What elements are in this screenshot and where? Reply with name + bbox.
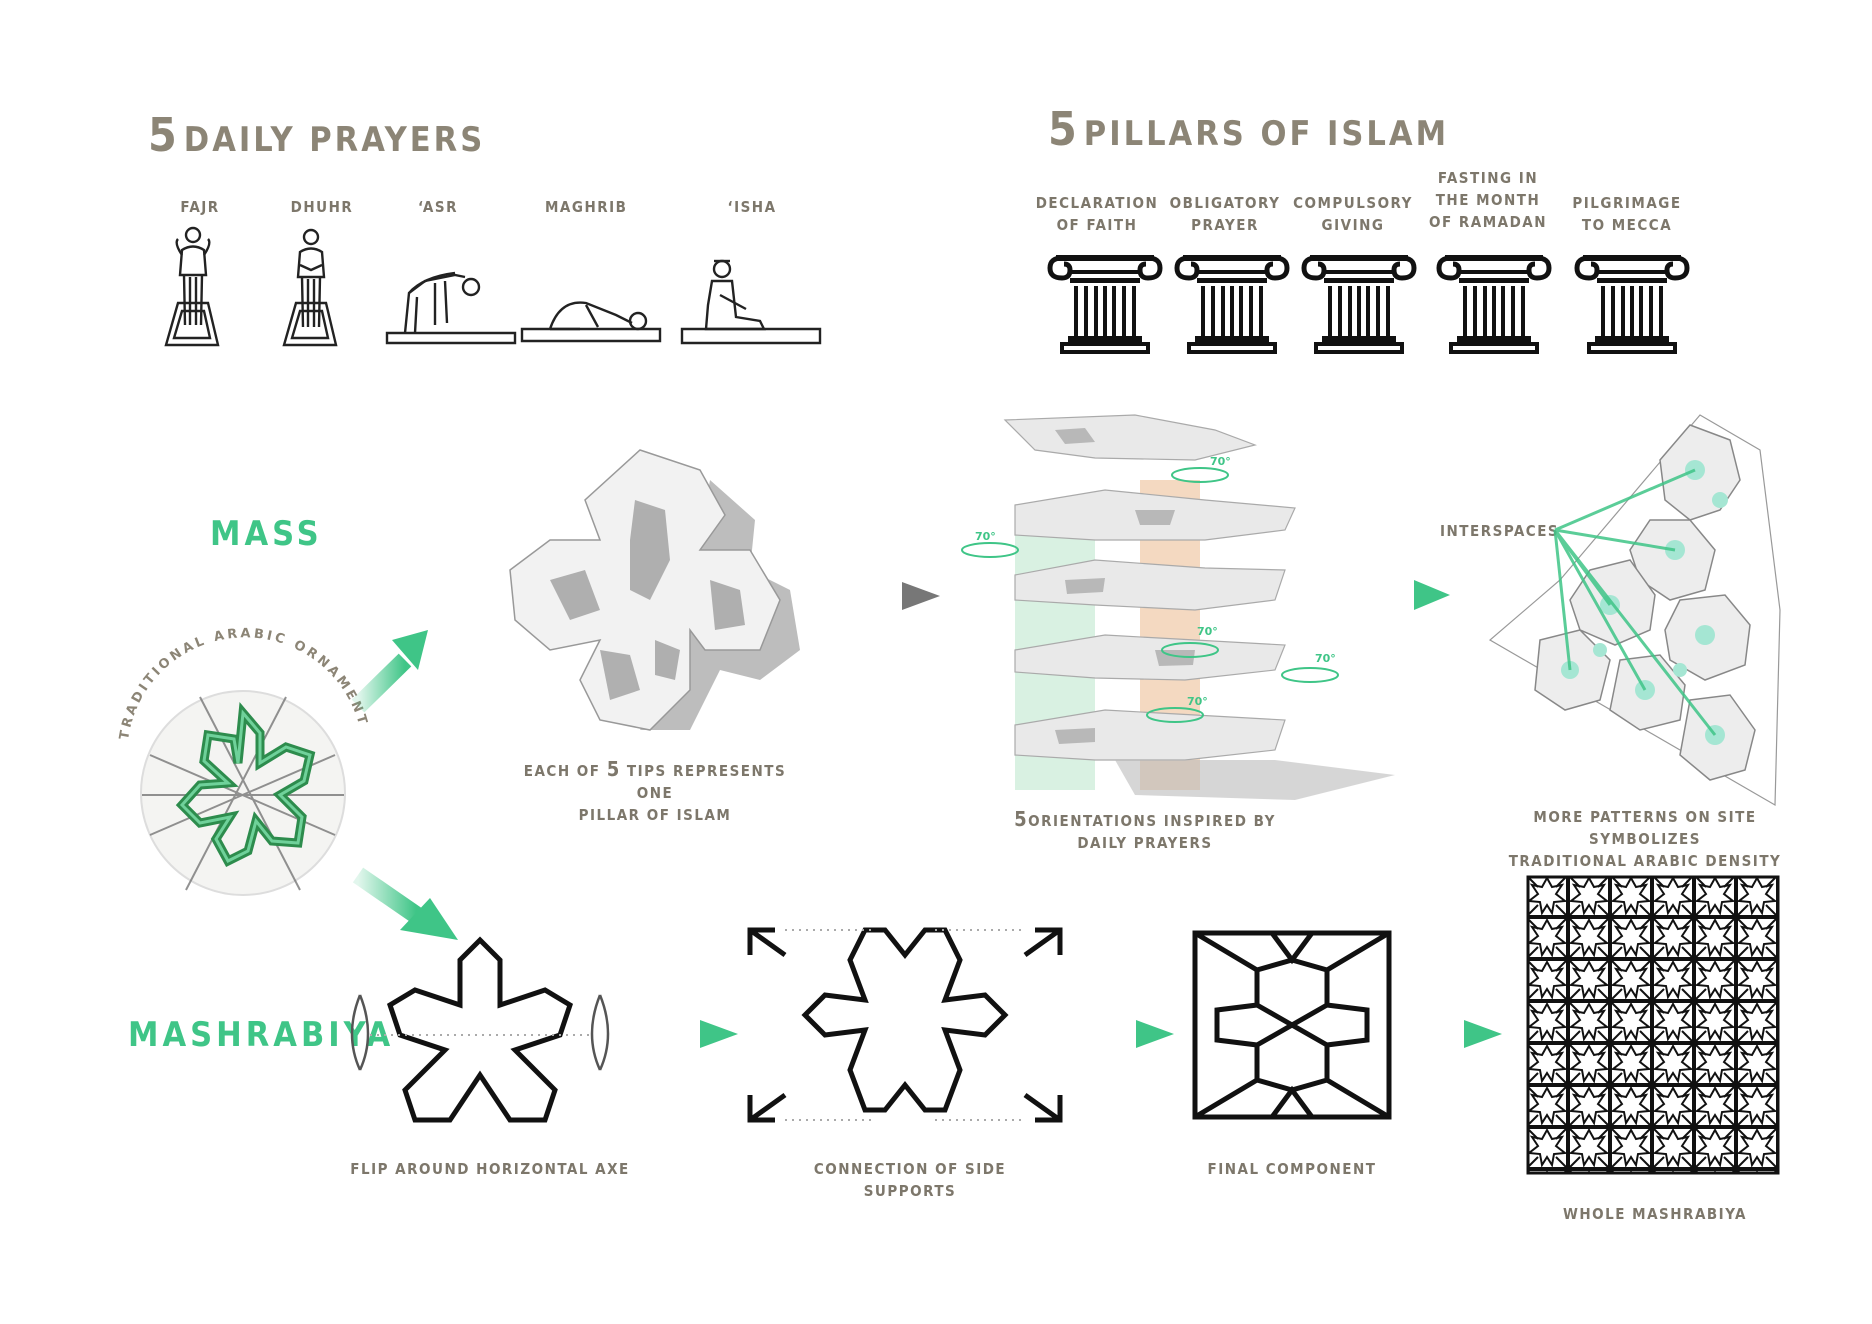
arrow-ornament-to-mashrabiya [352,867,458,940]
prayer-label-dhuhr: DHUHR [290,198,354,216]
rotation-arrow-4 [1281,667,1339,683]
pillar-label-giving-line1: COMPULSORY [1293,194,1413,212]
arrow-connection-to-final [1085,1020,1174,1048]
caption-density: MORE PATTERNS ON SITE SYMBOLIZES TRADITI… [1490,806,1800,872]
flip-star [350,936,610,1123]
arrow-orientation-to-interspaces [1358,580,1450,610]
interspaces-label: INTERSPACES [1440,522,1560,540]
caption-tips-line1: EACH OF 5 TIPS REPRESENTS ONE [520,758,790,804]
pillar-label-giving-line2: GIVING [1321,216,1385,234]
pillar-label-fasting-line3: OF RAMADAN [1428,213,1548,231]
prayers-title-number: 5 [148,108,180,162]
prayer-figure-maghrib [520,301,662,343]
caption-tips: EACH OF 5 TIPS REPRESENTS ONE PILLAR OF … [520,758,790,826]
pillar-label-faith-line2: OF FAITH [1056,216,1138,234]
arrow-flip-to-connection [648,1020,738,1048]
arrow-mass-to-orientation [850,582,940,610]
arrow-ornament-to-mass [351,630,428,713]
pillar-label-fasting: FASTING IN THE MONTH OF RAMADAN [1423,167,1553,233]
prayer-figure-fajr [164,226,220,347]
pillar-label-prayer-line1: OBLIGATORY [1169,194,1281,212]
prayers-title-text: DAILY PRAYERS [183,120,486,160]
interspace-pointer [1553,529,1717,736]
rotation-label-4: 70° [1315,652,1336,665]
interspace-pointer [1553,529,1572,671]
pillar-label-faith-line1: DECLARATION [1035,194,1159,212]
layer-4 [1014,634,1286,681]
mass-3d-form [509,449,800,731]
pillar-label-prayer: OBLIGATORY PRAYER [1160,192,1290,236]
orientation-stack: 70° 70° 70° 70° 70° [961,414,1395,800]
flip-arrow-right-icon [590,994,610,1071]
caption-density-line1: MORE PATTERNS ON SITE SYMBOLIZES [1533,808,1757,848]
prayer-label-fajr: FAJR [180,198,220,216]
pillar-label-pilgrimage-line2: TO MECCA [1581,216,1673,234]
pillars-title-number: 5 [1048,102,1080,156]
prayer-figures [164,226,822,347]
rotation-arrow-5 [1146,707,1204,723]
caption-orientations-line2: DAILY PRAYERS [1077,834,1213,852]
pillar-label-prayer-line2: PRAYER [1191,216,1259,234]
caption-connection: CONNECTION OF SIDE SUPPORTS [813,1160,1007,1200]
layer-1 [1003,414,1258,461]
caption-orientations-line1: 5ORIENTATIONS INSPIRED BY [1010,808,1280,832]
arrow-final-to-whole [1410,1020,1502,1048]
rotation-label-3: 70° [1197,625,1218,638]
caption-whole: WHOLE MASHRABIYA [1563,1205,1747,1223]
pillar-label-giving: COMPULSORY GIVING [1288,192,1418,236]
final-component [1192,930,1392,1120]
pillars-title-text: PILLARS OF ISLAM [1083,114,1450,154]
rotation-arrow-2 [961,542,1019,558]
interspace-pointer [1554,528,1676,552]
caption-orientations: 5ORIENTATIONS INSPIRED BY DAILY PRAYERS [1010,808,1280,854]
rotation-label-2: 70° [975,530,996,543]
rotation-label-5: 70° [1187,695,1208,708]
rotation-arrow-1 [1171,467,1229,483]
caption-final: FINAL COMPONENT [1207,1160,1377,1178]
stack-shadow [1115,760,1395,800]
mashrabiya-heading: MASHRABIYA [128,1015,395,1055]
connection-pattern [747,927,1063,1123]
prayer-label-isha: ‘ISHA [727,198,777,216]
caption-tips-num: 5 [606,757,621,781]
caption-orientations-num: 5 [1014,807,1029,831]
rotation-label-1: 70° [1210,455,1231,468]
caption-flip: FLIP AROUND HORIZONTAL AXE [350,1160,630,1178]
layer-5 [1014,709,1286,761]
mass-heading: MASS [210,514,323,554]
interspace-dot [1593,643,1607,657]
prayer-label-asr: ‘ASR [418,198,458,216]
mass-voids [550,500,745,700]
pillar-label-fasting-line1: FASTING IN [1437,169,1539,187]
caption-tips-line2: PILLAR OF ISLAM [578,806,732,824]
flip-arrow-left-icon [350,994,370,1071]
interspace-dot [1712,492,1728,508]
caption-orientations-a: ORIENTATIONS INSPIRED BY [1028,812,1276,830]
pillar-label-fasting-line2: THE MONTH [1435,191,1541,209]
interspace-dot [1695,625,1715,645]
interspace-pointer [1553,529,1647,691]
caption-tips-a: EACH OF [523,762,607,780]
connection-star [801,927,1009,1113]
interspace-dot [1673,663,1687,677]
traditional-ornament: TRADITIONAL ARABIC ORNAMENT [117,626,367,896]
layer-3 [1014,559,1286,611]
final-star [1214,957,1370,1093]
interspace-pointer [1554,468,1696,532]
prayer-figure-isha [680,259,822,345]
prayer-label-maghrib: MAGHRIB [545,198,628,216]
pillar-label-faith: DECLARATION OF FAITH [1032,192,1162,236]
prayer-figure-asr [385,271,517,345]
prayer-figure-dhuhr [282,228,338,347]
pillar-label-pilgrimage: PILGRIMAGE TO MECCA [1562,192,1692,236]
caption-density-line2: TRADITIONAL ARABIC DENSITY [1508,852,1782,870]
whole-mashrabiya [1526,875,1780,1175]
caption-tips-b: TIPS REPRESENTS ONE [620,762,787,802]
pillar-label-pilgrimage-line1: PILGRIMAGE [1572,194,1682,212]
interspaces-cluster [1488,414,1781,807]
rotation-arrow-3 [1161,642,1219,658]
